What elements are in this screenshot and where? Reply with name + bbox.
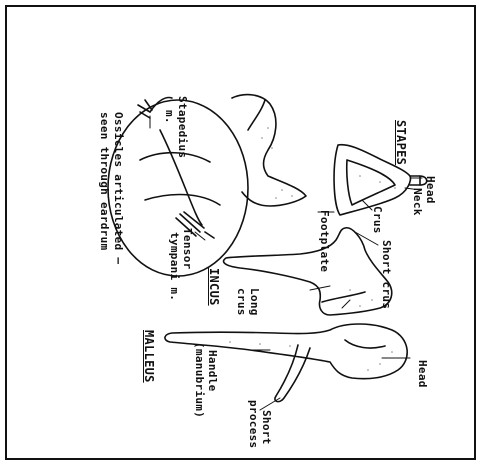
tensor-tympani-label-line1: Tensor — [181, 228, 193, 270]
stipple-texture — [229, 127, 396, 371]
incus-long-crus-line2: crus — [235, 288, 247, 316]
malleus-title: MALLEUS — [143, 330, 155, 383]
stapes-footplate-label: Footplate — [318, 210, 330, 272]
stapes-head-label: Head — [424, 176, 436, 204]
malleus-short-process-line2: process — [247, 400, 259, 448]
incus-short-crus-label: Short crus — [380, 240, 392, 309]
stapes-neck-label: Neck — [411, 188, 423, 216]
caption-line1: Ossicles articulated — — [112, 112, 124, 264]
stapes-crus-label: Crus — [371, 206, 383, 234]
assembled-ossicles-drawing — [108, 95, 306, 276]
stapes-title: STAPES — [395, 120, 407, 165]
malleus-head-label: Head — [416, 360, 428, 388]
malleus-manubrium-label: (manubrium) — [193, 342, 205, 418]
incus-long-crus-line1: Long — [248, 288, 260, 316]
caption-line2: seen through eardrum — [98, 112, 110, 250]
malleus-handle-label: Handle — [206, 350, 218, 392]
malleus-short-process-line1: Short — [260, 410, 272, 445]
stapedius-label-line2: m. — [163, 110, 175, 124]
stapedius-label-line1: Stapedius — [176, 96, 188, 158]
tensor-tympani-label-line2: tympani m. — [168, 232, 180, 301]
incus-title: INCUS — [208, 268, 220, 306]
